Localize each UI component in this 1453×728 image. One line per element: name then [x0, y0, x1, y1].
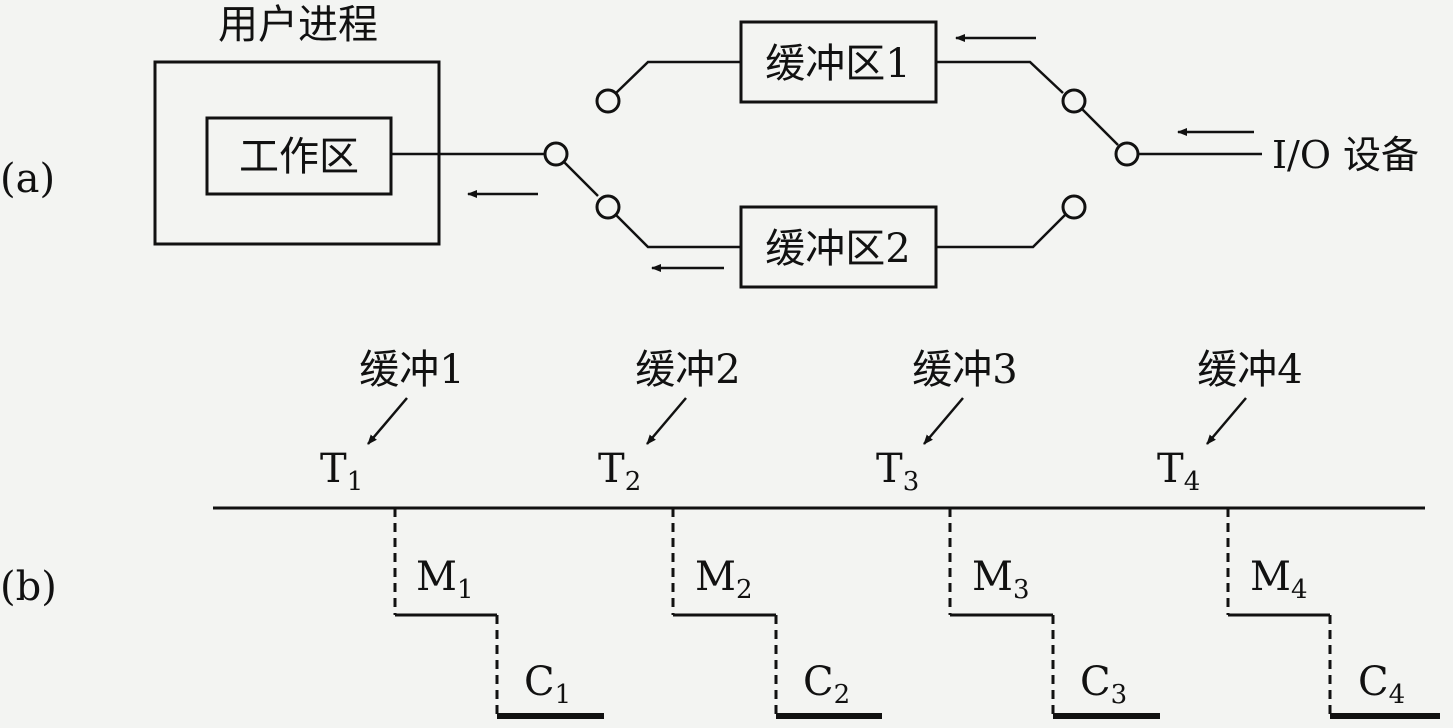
c-subscript-3: 3 [1111, 680, 1128, 710]
io-device-label: I/O 设备 [1272, 133, 1419, 177]
t-subscript-2: 2 [625, 467, 642, 497]
buffer-label-3: 缓冲3 [912, 347, 1017, 393]
t-subscript-3: 3 [903, 467, 920, 497]
buffer1-right-wire [936, 60, 1064, 94]
m-subscript-2: 2 [736, 575, 753, 605]
buffer-label-1: 缓冲1 [359, 347, 464, 393]
left-contact-bottom [595, 194, 621, 220]
t-label-4: T4 [1157, 446, 1200, 497]
left-contact-top [595, 88, 621, 114]
buffer-pointer-1 [367, 397, 408, 445]
buffer2-right-wire [936, 213, 1067, 249]
c-label-3: C3 [1080, 659, 1127, 710]
c-label-1: C1 [524, 659, 571, 710]
c-label-2: C2 [803, 659, 850, 710]
t-subscript-4: 4 [1184, 467, 1201, 497]
t-label-1: T1 [320, 446, 363, 497]
c-subscript-4: 4 [1389, 680, 1406, 710]
cycle-1: 缓冲1 T1 M1 C1 [320, 347, 604, 719]
c-subscript-2: 2 [834, 680, 851, 710]
c-label-4: C4 [1358, 659, 1405, 710]
c-subscript-1: 1 [555, 680, 572, 710]
right-switch-blade [1081, 108, 1119, 146]
part-b: (b) 缓冲1 T1 M1 C1 缓冲2 T2 M2 C2 [0, 347, 1440, 719]
work-area-box [205, 116, 393, 196]
buffer-pointer-3 [923, 397, 964, 445]
user-process-title: 用户进程 [218, 2, 378, 48]
part-b-label: (b) [0, 564, 57, 610]
buffer1-left-wire [615, 60, 741, 94]
cycle-3: 缓冲3 T3 M3 C3 [876, 347, 1160, 719]
work-area-label: 工作区 [239, 134, 359, 180]
right-contact-top [1061, 88, 1087, 114]
cycle-2: 缓冲2 T2 M2 C2 [598, 347, 882, 719]
buffer-label-2: 缓冲2 [635, 347, 740, 393]
buffer2-left-wire [615, 214, 741, 249]
buffer2-label: 缓冲区2 [765, 226, 910, 272]
m-label-3: M3 [972, 554, 1030, 605]
part-a-label: (a) [0, 156, 55, 202]
cycle-4: 缓冲4 T4 M4 C4 [1157, 347, 1440, 719]
m-subscript-4: 4 [1291, 575, 1308, 605]
buffer-pointer-2 [646, 397, 687, 445]
t-label-3: T3 [876, 446, 919, 497]
buffer-label-4: 缓冲4 [1197, 347, 1302, 393]
right-contact-bottom [1061, 194, 1087, 220]
m-subscript-3: 3 [1013, 575, 1030, 605]
left-switch-blade [563, 161, 599, 197]
right-switch-pivot [1114, 141, 1140, 167]
m-label-2: M2 [695, 554, 753, 605]
t-subscript-1: 1 [347, 467, 364, 497]
t-label-2: T2 [598, 446, 641, 497]
m-label-4: M4 [1250, 554, 1308, 605]
m-label-1: M1 [416, 554, 474, 605]
left-switch-pivot [543, 141, 569, 167]
buffer-pointer-4 [1206, 397, 1247, 445]
part-a: (a) 用户进程 工作区 缓冲区1 缓冲区2 I/O 设备 [0, 2, 1419, 289]
m-subscript-1: 1 [457, 575, 474, 605]
buffer1-label: 缓冲区1 [765, 41, 910, 87]
